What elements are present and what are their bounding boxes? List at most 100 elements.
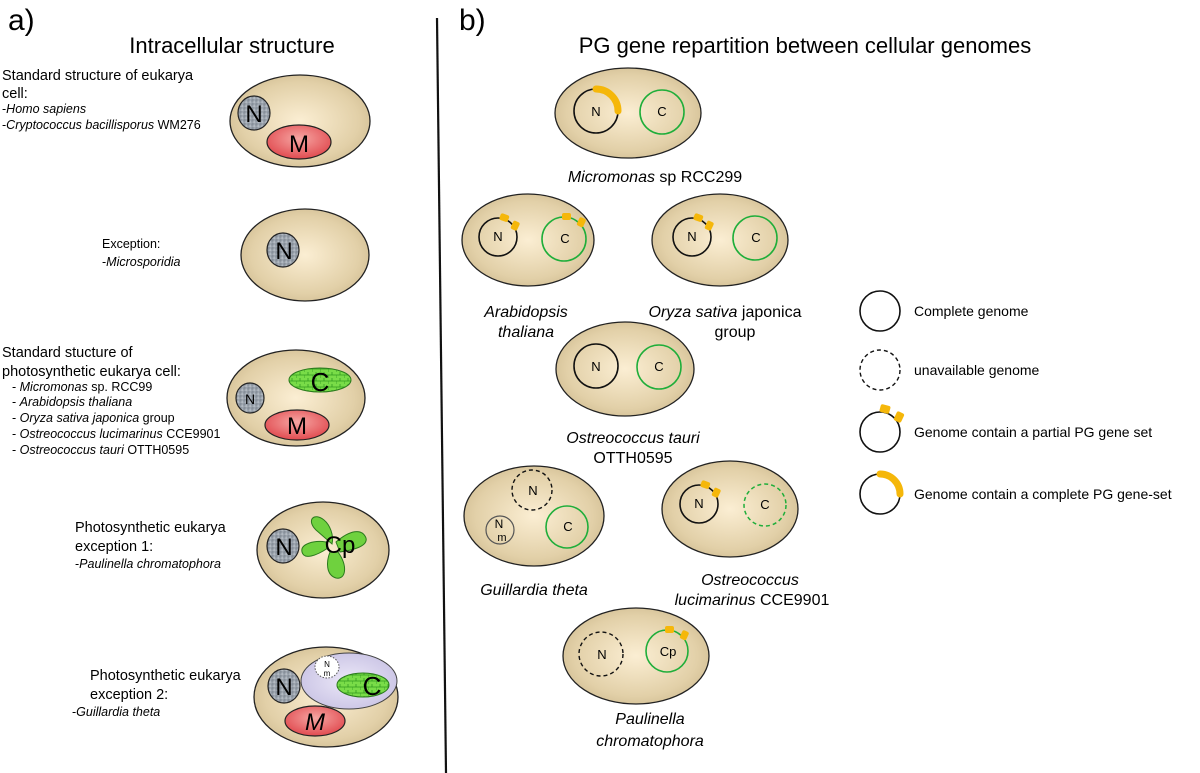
svg-text:N: N [245,391,255,407]
svg-text:C: C [563,519,572,534]
cell-guillardia-genomes: N N m C [463,465,605,567]
cell-paulinella-genomes: N Cp [562,607,710,705]
svg-text:N: N [495,517,504,531]
svg-text:m: m [497,532,506,544]
svg-text:-Homo sapiens: -Homo sapiens [2,102,86,116]
svg-text:m: m [324,669,331,678]
panel-a-title: Intracellular structure [129,33,334,58]
caption-guillardia: Guillardia theta [480,582,588,599]
svg-text:C: C [560,231,569,246]
mitochondrion: M [266,124,332,160]
chloroplast-genome: C [545,505,589,549]
chromatophore: Cp [301,516,367,579]
svg-text:Oryza sativa japonica: Oryza sativa japonica [649,304,802,321]
caption-arabidopsis: Arabidopsis thaliana [483,304,568,341]
cell-oryza: N C [651,193,789,287]
nucleomorph-genome: N m [485,515,515,545]
svg-text:N: N [245,101,262,128]
nucleus: N [235,382,265,414]
nucleus: N [237,95,271,131]
photosynthetic-exception-2-description: Photosynthetic eukarya exception 2: -Gui… [72,668,242,719]
svg-text:Ostreococcus tauri: Ostreococcus tauri [566,430,700,447]
chloroplast-genome: C [732,215,778,261]
nuclear-genome-unavailable: N [578,631,624,677]
panel-b-title: PG gene repartition between cellular gen… [579,33,1032,58]
svg-text:C: C [760,497,769,512]
svg-text:Photosynthetic eukarya: Photosynthetic eukarya [75,520,227,536]
mitochondrion: M [284,705,346,737]
svg-text:N: N [687,229,696,244]
nucleus: N [266,232,300,268]
svg-text:C: C [654,359,663,374]
chloroplast-genome: C [636,344,682,390]
legend-item-full: Genome contain a complete PG gene-set [859,470,1172,515]
svg-text:-Guillardia theta: -Guillardia theta [72,705,160,719]
svg-text:exception 1:: exception 1: [75,539,153,555]
svg-text:- Micromonas sp. RCC99: - Micromonas sp. RCC99 [12,380,152,394]
svg-text:M: M [287,413,307,440]
periplastid-compartment: N m C [300,652,398,710]
svg-text:N: N [597,647,606,662]
svg-text:group: group [715,324,756,341]
cell-micromonas: N C [554,67,702,159]
svg-text:Exception:: Exception: [102,237,160,251]
svg-text:exception 2:: exception 2: [90,687,168,703]
svg-text:Complete genome: Complete genome [914,303,1029,319]
svg-text:Standard stucture of: Standard stucture of [2,345,134,361]
svg-text:N: N [275,238,292,265]
svg-text:Genome contain a partial PG ge: Genome contain a partial PG gene set [914,424,1152,440]
nuclear-genome-unavailable: N [511,469,553,511]
nucleus: N [267,668,301,704]
svg-text:Photosynthetic eukarya: Photosynthetic eukarya [90,668,242,684]
legend-item-partial: Genome contain a partial PG gene set [859,404,1152,453]
svg-text:chromatophora: chromatophora [596,733,704,750]
caption-paulinella: Paulinella chromatophora [596,711,704,750]
svg-text:C: C [657,104,666,119]
svg-text:Cp: Cp [660,644,677,659]
svg-text:photosynthetic eukarya cell:: photosynthetic eukarya cell: [2,364,181,380]
cell-guillardia: N m C N M [253,646,399,748]
svg-text:M: M [289,131,309,158]
svg-text:OTTH0595: OTTH0595 [593,450,672,467]
cell-photosynthetic-standard: N C M [226,349,366,447]
legend-item-complete: Complete genome [859,290,1029,332]
cell-arabidopsis: N C [461,193,595,287]
cell-standard-eukarya: N M [229,74,371,168]
svg-text:N: N [493,229,502,244]
photosynthetic-standard-description: Standard stucture of photosynthetic euka… [2,345,220,457]
caption-ostreococcus-tauri: Ostreococcus tauri OTTH0595 [566,430,700,467]
svg-text:- Ostreococcus lucimarinus CC: - Ostreococcus lucimarinus CCE9901 [12,427,220,441]
svg-text:- Ostreococcus tauri OTTH0595: - Ostreococcus tauri OTTH0595 [12,443,189,457]
svg-text:N: N [324,660,330,669]
nuclear-genome: N [478,213,520,257]
svg-text:-Paulinella chromatophora: -Paulinella chromatophora [75,557,221,571]
nuclear-genome: N [679,480,721,524]
cell-paulinella: N Cp [256,501,390,599]
panel-b-letter: b) [459,4,486,37]
caption-oryza: Oryza sativa japonica group [649,304,802,341]
svg-text:N: N [591,359,600,374]
nucleomorph: N m [314,655,340,679]
photosynthetic-exception-1-description: Photosynthetic eukarya exception 1: -Pau… [75,520,227,571]
svg-text:Cp: Cp [325,532,356,559]
svg-text:cell:: cell: [2,86,28,102]
cell-microsporidia: N [240,208,370,302]
legend-item-unavailable: unavailable genome [859,349,1040,391]
chloroplast-genome: C [541,213,587,262]
cell-ostreococcus-tauri: N C [555,321,695,417]
svg-text:N: N [694,496,703,511]
svg-text:C: C [751,230,760,245]
svg-text:C: C [311,367,330,397]
svg-text:C: C [363,671,382,701]
nuclear-genome: N [573,343,619,389]
svg-text:N: N [275,534,292,561]
chloroplast-genome: C [639,89,685,135]
svg-text:N: N [528,483,537,498]
chloroplast: C [288,367,352,397]
svg-text:-Cryptococcus bacillisporus WM: -Cryptococcus bacillisporus WM276 [2,118,201,132]
svg-text:N: N [591,104,600,119]
svg-text:Arabidopsis: Arabidopsis [483,304,568,321]
svg-text:thaliana: thaliana [498,324,554,341]
svg-text:Ostreococcus: Ostreococcus [701,572,799,589]
